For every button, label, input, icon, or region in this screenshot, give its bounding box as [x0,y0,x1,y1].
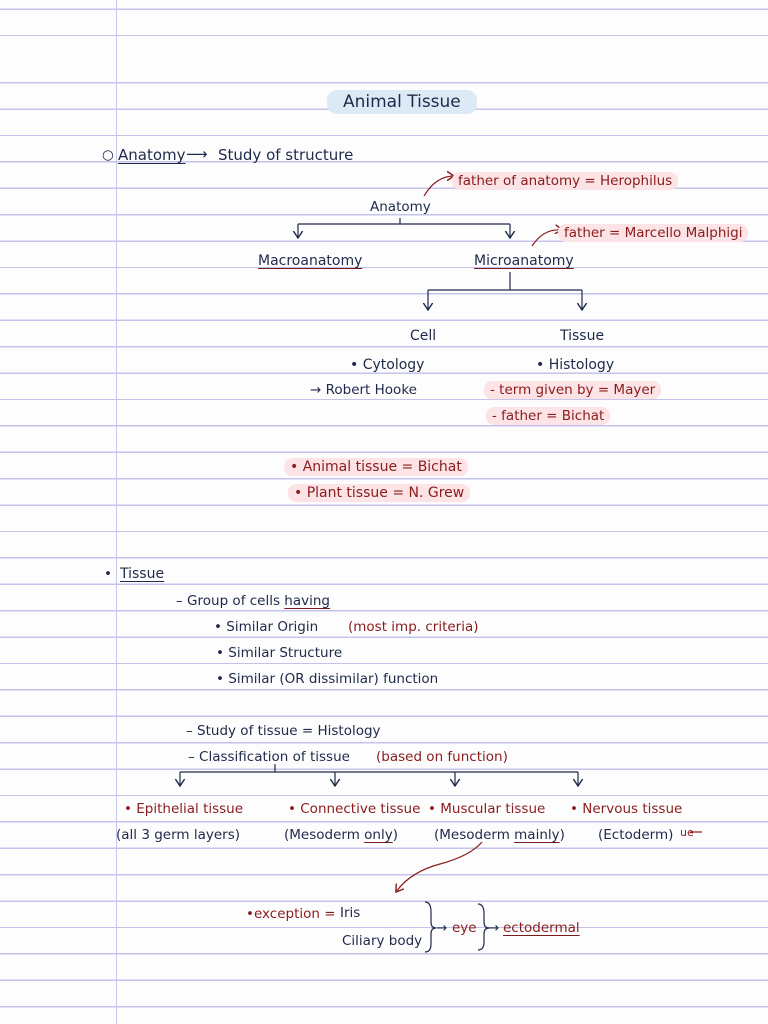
type-connective: • Connective tissue [288,801,421,817]
origin-connective: (Mesoderm only) [284,826,398,844]
bullet-circle: ○ [102,147,114,163]
origin-muscular-mainly: mainly [514,827,560,843]
father-bichat-note: - father = Bichat [486,407,611,425]
anatomy-term: Anatomy [118,146,186,164]
origin-connective-c: ) [392,827,398,843]
type-nervous: • Nervous tissue [570,801,683,817]
iris-label: Iris [340,905,361,921]
origin-epithelial: (all 3 germ layers) [116,827,241,843]
animal-tissue-note: • Animal tissue = Bichat [284,458,468,476]
brace-iris-ciliary [424,901,437,953]
study-of-tissue-item: – Study of tissue = Histology [186,723,381,739]
origin-connective-only: only [364,827,393,843]
father-anatomy-note: father of anatomy = Herophilus [452,172,679,190]
origin-connective-a: (Mesoderm [284,827,365,843]
similar-structure-item: • Similar Structure [216,645,343,661]
robert-hooke-label: → Robert Hooke [310,382,417,398]
arrow-father-anatomy [423,176,454,197]
tissue-node: Tissue [560,328,605,344]
origin-muscular-a: (Mesoderm [434,827,515,843]
based-on-function-note: (based on function) [376,749,508,765]
bullet-dot: • [104,566,112,582]
ecto-arrow-glyph: → [488,920,500,936]
term-given-by-note: - term given by = Mayer [484,381,662,399]
arrow-glyph: ⟶ [186,145,208,163]
eye-arrow-glyph: → [436,920,448,936]
type-epithelial: • Epithelial tissue [124,801,244,817]
brace-eye [477,903,490,951]
exception-label: •exception = [246,906,336,922]
ciliary-body-label: Ciliary body [342,933,423,949]
anatomy-branch-line [298,218,510,225]
ectodermal-label: ectodermal [503,920,580,936]
tissue-heading: Tissue [120,566,165,582]
origin-nervous: (Ectoderm) [598,827,674,843]
origin-muscular: (Mesoderm mainly) [434,826,565,844]
class-branch-line [180,764,578,773]
cell-node: Cell [410,328,437,344]
notebook-margin-line [116,0,118,1024]
histology-label: • Histology [536,357,615,373]
group-of-cells-line: – Group of cells having [176,592,330,610]
eye-label: eye [452,920,477,936]
classification-item: – Classification of tissue [188,749,350,765]
origin-muscular-c: ) [559,827,565,843]
similar-origin-item: • Similar Origin [214,619,319,635]
having-word: having [284,593,330,609]
microanatomy-node: Microanatomy [474,253,574,269]
plant-tissue-note: • Plant tissue = N. Grew [288,484,471,502]
father-micro-note: father = Marcello Malphigi [558,224,749,242]
cytology-label: • Cytology [350,357,425,373]
ue-scribble: ue [680,826,694,839]
arrow-exception [396,841,483,892]
anatomy-definition: Study of structure [218,146,354,164]
group-of-cells-text: – Group of cells [176,593,285,609]
micro-branch-line [428,272,582,291]
page-title: Animal Tissue [327,90,477,114]
type-muscular: • Muscular tissue [428,801,546,817]
similar-function-item: • Similar (OR dissimilar) function [216,671,439,687]
anatomy-node: Anatomy [370,199,431,215]
most-imp-criteria-note: (most imp. criteria) [348,619,479,635]
macroanatomy-node: Macroanatomy [258,253,363,269]
